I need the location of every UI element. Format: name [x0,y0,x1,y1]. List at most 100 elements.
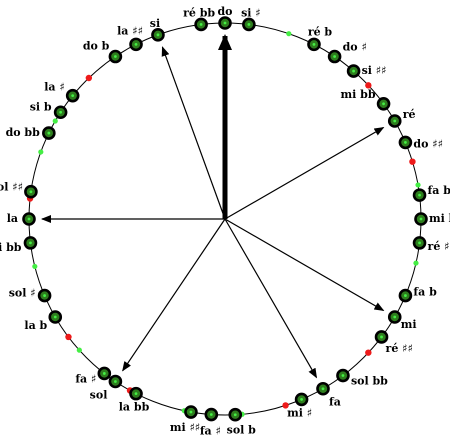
note-re [387,114,402,128]
note-label-do-bb: do bb [6,126,41,139]
green-dot-0 [52,118,58,124]
note-fa-b [398,288,413,303]
note-mi [387,310,402,324]
note-marker-center [113,380,117,383]
note-re-sharp [412,236,427,250]
note-marker-center [102,372,106,375]
note-si-sharp [242,17,256,32]
note-label-mi: mi [401,318,417,331]
arrow-to-si [161,46,226,220]
note-fa-bb [412,188,427,202]
note-do [218,16,232,30]
note-label-si-b: si b [30,100,52,113]
note-la [22,212,36,226]
note-si-xx [346,64,361,78]
note-marker-center [352,69,355,73]
note-label-fa-b: fa b [413,286,437,299]
note-label-re-sharp: ré ♯ [428,240,450,253]
note-label-la-b: la b [24,319,47,332]
note-marker-center [199,23,203,26]
note-label-mi-xx: mi ♯♯ [170,421,200,434]
arrow-to-fa [224,218,318,379]
green-dot-1 [38,149,44,155]
note-marker-center [247,23,251,26]
note-marker-center [333,55,337,58]
note-marker-center [380,335,383,339]
green-dot-5 [286,31,292,37]
note-label-do-b: do b [83,40,110,53]
note-fa-sharp [204,407,219,422]
note-marker-center [233,413,237,417]
note-label-si-bb: si bb [0,241,22,254]
note-label-si-xx: si ♯♯ [362,64,387,77]
red-dot-0 [85,74,93,82]
note-label-la: la [7,212,18,225]
note-sol-bb [336,368,350,383]
note-do-b [108,49,123,64]
note-marker-center [71,94,75,98]
note-label-re-b: ré b [308,25,333,38]
note-label-sol: sol [90,388,108,401]
red-dot-5 [365,349,372,356]
note-label-mi-bb: mi bb [341,88,376,101]
note-sol-xx [24,184,38,199]
note-marker-center [29,241,32,245]
note-label-re: ré [403,108,416,121]
note-si-bb [23,236,38,250]
green-dot-10 [415,182,421,188]
note-label-sol-b: sol b [227,424,257,437]
note-si [151,28,165,42]
note-marker-center [393,315,397,319]
note-marker-center [321,387,325,391]
note-sol-sharp [37,288,52,303]
note-marker-center [59,110,63,114]
arrow-to-mi [224,218,385,312]
green-dot-2 [32,263,38,270]
note-marker-center [404,141,407,144]
note-si-b [53,105,68,120]
note-label-si: si [150,17,160,30]
note-sol-b [228,407,243,422]
note-marker-center [418,193,421,197]
red-dot-1 [365,82,372,89]
note-do-xx [398,135,413,150]
note-mi-xx [184,405,198,419]
note-marker-center [156,33,160,37]
note-label-re-xx: ré ♯♯ [386,342,413,355]
note-marker-center [189,410,193,414]
note-la-sharp [65,88,80,103]
note-re-bb [194,17,208,32]
note-label-do: do [217,5,232,18]
note-fa [316,381,330,396]
note-label-mi-b: mi b [429,212,450,225]
note-marker-center [47,131,51,135]
note-marker-center [27,217,31,221]
note-marker-center [404,294,407,297]
note-marker-center [134,42,138,46]
note-marker-center [341,374,345,377]
note-label-fa: fa [329,396,341,409]
note-marker-center [223,21,227,25]
note-mi-bb [376,96,391,111]
note-re-xx [374,330,389,344]
note-la-bb [129,386,143,401]
note-la-xx [129,37,143,52]
arrow-to-sol [122,218,226,372]
note-do-sharp [327,49,342,64]
note-label-la-xx: la ♯♯ [117,24,143,37]
red-dot-3 [409,158,416,165]
note-marker-center [209,413,213,416]
note-label-sol-bb: sol bb [351,375,388,388]
note-label-la-bb: la bb [119,401,150,414]
note-label-do-xx: do ♯♯ [413,137,443,150]
note-label-fa-bb: fa bb [428,184,450,197]
note-mi-sharp [294,392,309,407]
note-label-sol-sharp: sol ♯ [9,287,36,300]
green-dot-11 [413,260,419,266]
note-re-b [307,37,321,52]
note-marker-center [300,398,303,401]
note-marker-center [312,42,316,46]
note-do-bb [42,126,56,140]
